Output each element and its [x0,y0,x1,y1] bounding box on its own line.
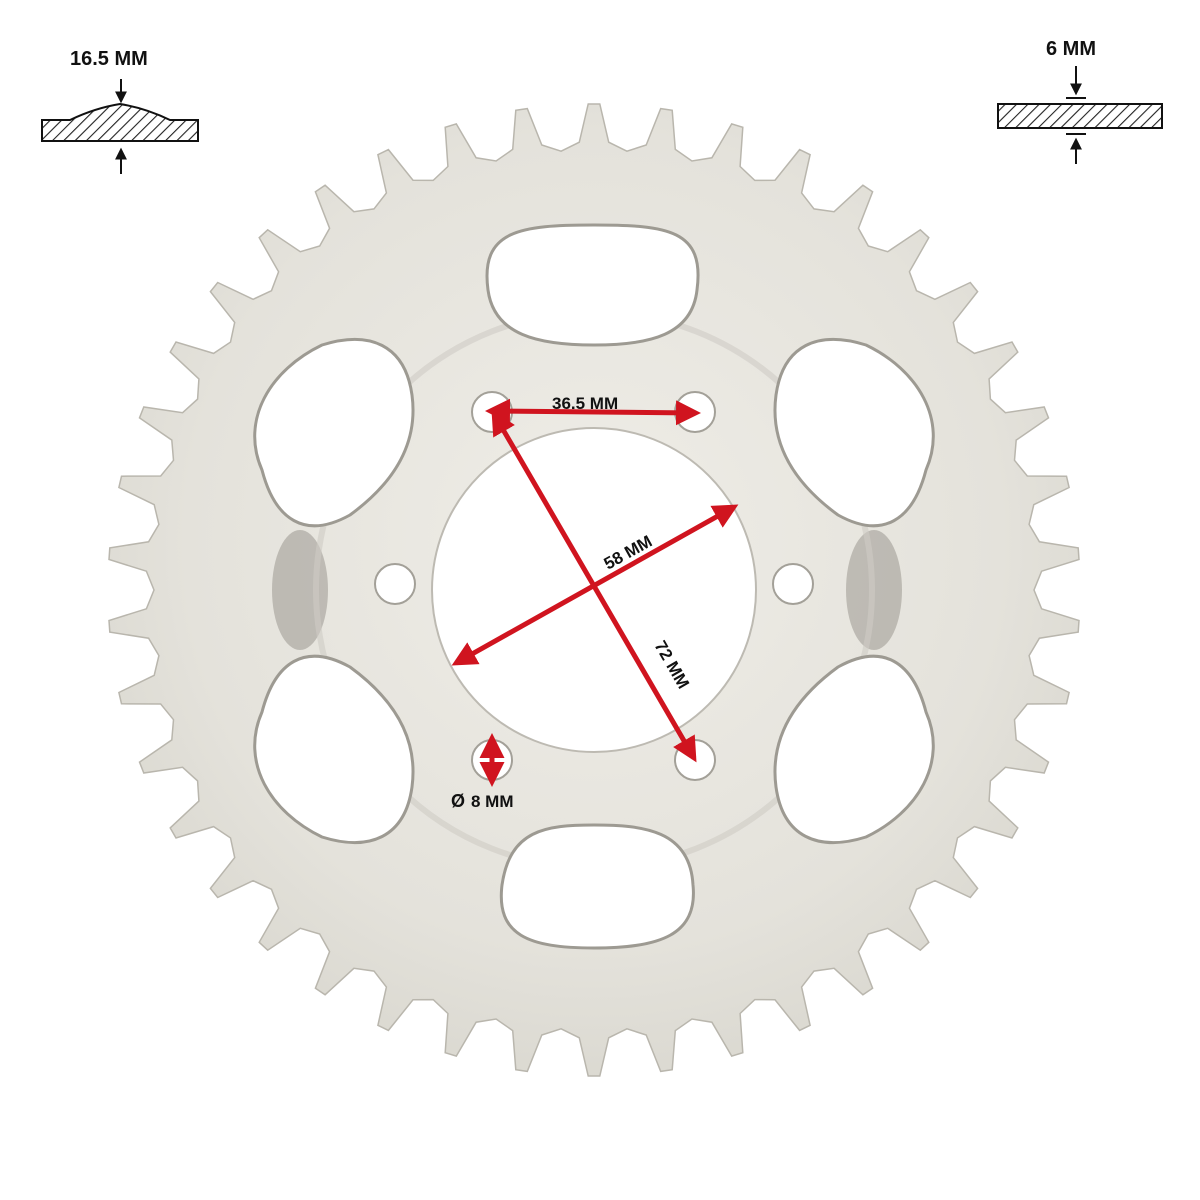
profile-left-diagram [41,79,199,174]
slot-upper-right [773,337,935,528]
slot-lower-left [253,654,415,845]
mount-hole-left [374,563,416,605]
slot-top [485,223,700,347]
bolt-hole-bottom-right [674,739,716,781]
profile-left-shape [41,102,199,142]
slot-upper-left [253,337,415,528]
slot-bottom [499,823,695,950]
slot-lower-right [773,654,935,845]
profile-right-diagram [997,66,1163,164]
bolt-hole-diameter-label: 8 MM [471,792,514,811]
dimension-arrows [451,398,739,787]
profile-right-shape [997,103,1163,129]
bolt-spacing-label: 36.5 MM [552,394,618,413]
bolt-circle-arrow [491,409,697,763]
profile-right-thickness-label: 6 MM [1046,38,1096,60]
hub-shadow-left [272,530,328,650]
profile-left-thickness-label: 16.5 MM [70,48,148,70]
lightening-slots [253,223,935,950]
mount-hole-right [772,563,814,605]
bolt-hole-diameter-symbol: Ø [451,791,465,811]
